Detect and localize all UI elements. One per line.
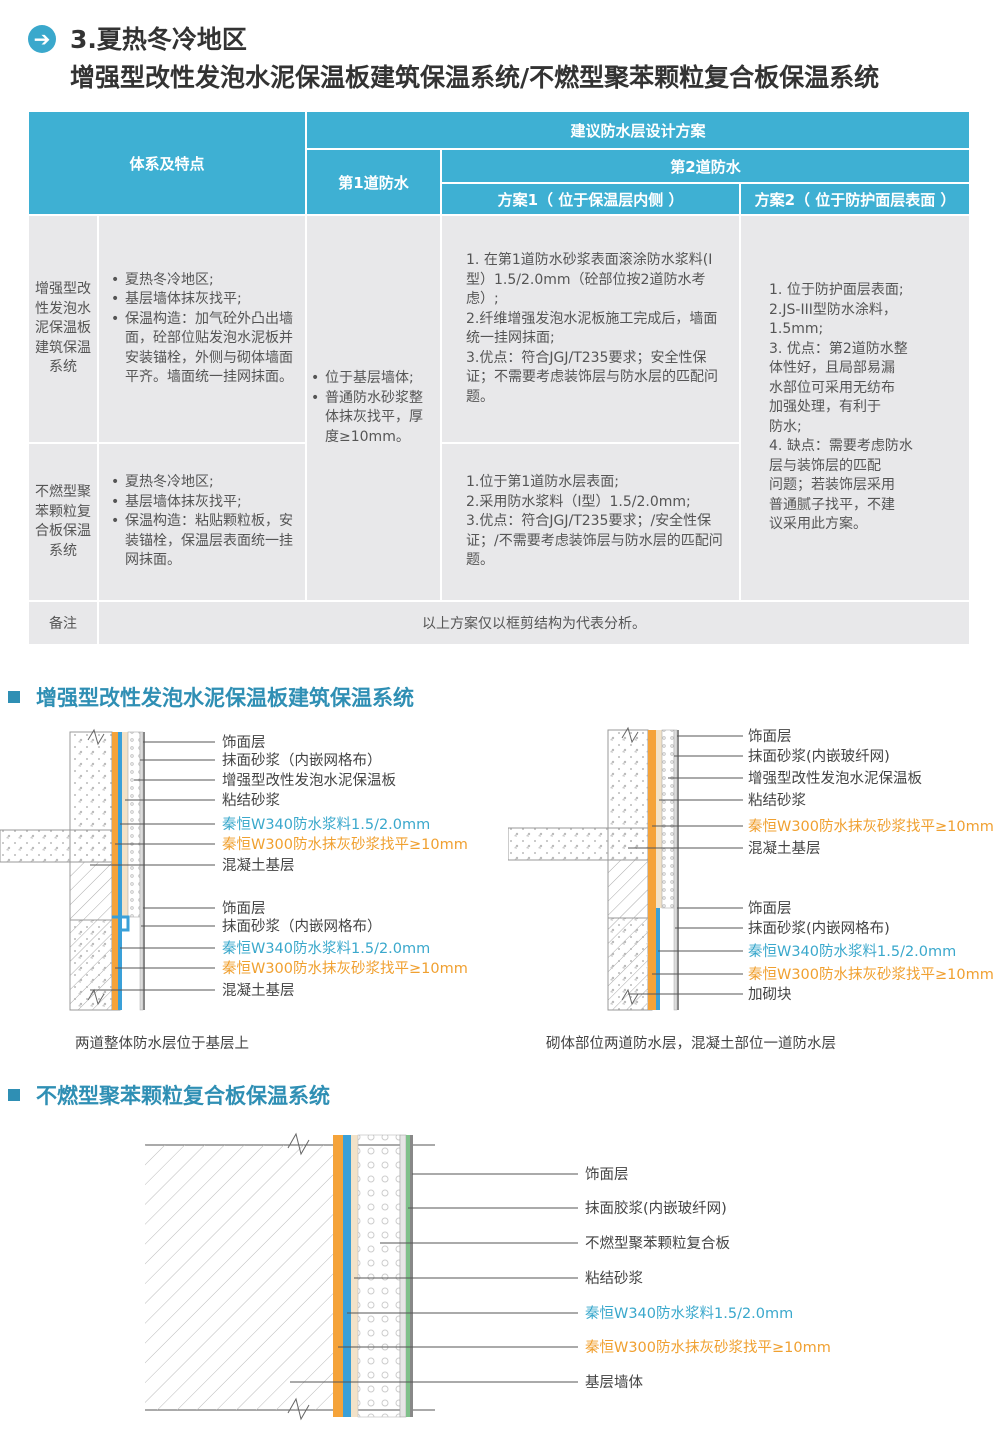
diagram-label: 增强型改性发泡水泥保温板 xyxy=(222,771,396,789)
list-item: 保温构造：加气砼外凸出墙面，砼部位贴发泡水泥板并安装锚栓，外侧与砌体墙面平齐。墙… xyxy=(111,310,297,388)
list-item: 基层墙体抹灰找平; xyxy=(111,493,297,513)
diagram-label: 饰面层 xyxy=(748,728,792,745)
diagram-label: 秦恒W340防水浆料1.5/2.0mm xyxy=(585,1304,793,1322)
list-item: 保温构造：粘贴颗粒板，安装锚栓，保温层表面统一挂网抹面。 xyxy=(111,512,297,571)
diagram-label: 饰面层 xyxy=(222,900,266,917)
square-bullet-icon xyxy=(8,691,20,703)
diagram-label: 混凝土基层 xyxy=(222,857,295,874)
first-layer-cell: 位于基层墙体; 普通防水砂浆整体抹灰找平，厚度≥10mm。 xyxy=(305,214,443,602)
diagram-bottom: 饰面层 抹面胶浆(内嵌玻纤网) 不燃型聚苯颗粒复合板 粘结砂浆 秦恒W340防水… xyxy=(145,1132,831,1421)
diagram-right-caption: 砌体部位两道防水层，混凝土部位一道防水层 xyxy=(546,1036,836,1052)
diagram-label: 抹面砂浆(内嵌玻纤网) xyxy=(748,747,890,765)
waterproof-design-table: 体系及特点 建议防水层设计方案 第1道防水 第2道防水 方案1（ 位于保温层内侧… xyxy=(26,110,972,646)
diagram-label: 混凝土基层 xyxy=(748,840,821,857)
diagram-label: 秦恒W340防水浆料1.5/2.0mm xyxy=(222,939,430,957)
row2-features: 夏热冬冷地区; 基层墙体抹灰找平; 保温构造：粘贴颗粒板，安装锚栓，保温层表面统… xyxy=(96,442,308,602)
header-system: 体系及特点 xyxy=(26,110,308,216)
diagram-label: 饰面层 xyxy=(748,900,792,917)
diagram-label: 混凝土基层 xyxy=(222,982,295,999)
section1-heading: 增强型改性发泡水泥保温板建筑保温系统 xyxy=(36,686,414,710)
diagram-label: 增强型改性发泡水泥保温板 xyxy=(748,769,922,787)
page-title: 3.夏热冬冷地区 xyxy=(70,25,247,54)
list-item: 基层墙体抹灰找平; xyxy=(111,290,297,310)
header-plan1: 方案1（ 位于保温层内侧 ） xyxy=(440,182,742,216)
row1-features: 夏热冬冷地区; 基层墙体抹灰找平; 保温构造：加气砼外凸出墙面，砼部位贴发泡水泥… xyxy=(96,214,308,444)
diagram-label: 秦恒W340防水浆料1.5/2.0mm xyxy=(222,815,430,833)
diagram-label: 基层墙体 xyxy=(585,1374,643,1391)
note-text: 以上方案仅以框剪结构为代表分析。 xyxy=(96,600,972,646)
header-first-layer: 第1道防水 xyxy=(305,148,443,216)
diagram-label: 抹面砂浆（内嵌网格布） xyxy=(222,917,382,935)
diagram-label: 秦恒W340防水浆料1.5/2.0mm xyxy=(748,942,956,960)
header-second-layer: 第2道防水 xyxy=(440,148,972,184)
section2-heading: 不燃型聚苯颗粒复合板保温系统 xyxy=(36,1084,330,1108)
diagram-label: 粘结砂浆 xyxy=(748,791,806,809)
diagram-label: 饰面层 xyxy=(585,1166,629,1183)
list-item: 普通防水砂浆整体抹灰找平，厚度≥10mm。 xyxy=(311,389,436,448)
list-item: 位于基层墙体; xyxy=(311,369,436,389)
diagram-label: 抹面砂浆（内嵌网格布） xyxy=(222,751,382,769)
diagram-left: 饰面层 抹面砂浆（内嵌网格布） 增强型改性发泡水泥保温板 粘结砂浆 秦恒W340… xyxy=(0,728,468,1011)
list-item: 夏热冬冷地区; xyxy=(111,473,297,493)
note-label: 备注 xyxy=(27,600,99,646)
plan2-cell: 1. 位于防护面层表面; 2.JS-III型防水涂料， 1.5mm; 3. 优点… xyxy=(739,214,972,602)
diagram-label: 粘结砂浆 xyxy=(585,1269,643,1287)
diagram-label: 粘结砂浆 xyxy=(222,791,280,809)
row1-plan1: 1. 在第1道防水砂浆表面滚涂防水浆料(I型）1.5/2.0mm（砼部位按2道防… xyxy=(440,214,742,444)
row1-system-name: 增强型改性发泡水泥保温板建筑保温系统 xyxy=(27,214,99,444)
diagram-label: 抹面砂浆(内嵌网格布) xyxy=(748,919,890,937)
diagram-label: 秦恒W300防水抹灰砂浆找平≥10mm xyxy=(222,835,468,853)
header-design: 建议防水层设计方案 xyxy=(305,110,972,150)
diagram-left-caption: 两道整体防水层位于基层上 xyxy=(75,1036,249,1052)
diagram-label: 饰面层 xyxy=(222,734,266,751)
diagram-label: 不燃型聚苯颗粒复合板 xyxy=(585,1234,730,1252)
diagram-label: 加砌块 xyxy=(748,986,792,1003)
diagram-label: 秦恒W300防水抹灰砂浆找平≥10mm xyxy=(222,959,468,977)
row2-plan1: 1.位于第1道防水层表面; 2.采用防水浆料（I型）1.5/2.0mm; 3.优… xyxy=(440,442,742,602)
diagram-label: 秦恒W300防水抹灰砂浆找平≥10mm xyxy=(748,817,994,835)
page-subtitle: 增强型改性发泡水泥保温板建筑保温系统/不燃型聚苯颗粒复合板保温系统 xyxy=(70,63,880,92)
list-item: 夏热冬冷地区; xyxy=(111,271,297,291)
diagram-right: 饰面层 抹面砂浆(内嵌玻纤网) 增强型改性发泡水泥保温板 粘结砂浆 秦恒W300… xyxy=(508,726,994,1011)
diagram-label: 抹面胶浆(内嵌玻纤网) xyxy=(585,1199,727,1217)
square-bullet-icon xyxy=(8,1089,20,1101)
row2-system-name: 不燃型聚苯颗粒复合板保温系统 xyxy=(27,442,99,602)
arrow-right-icon: ➔ xyxy=(28,25,56,53)
diagram-label: 秦恒W300防水抹灰砂浆找平≥10mm xyxy=(748,965,994,983)
header-plan2: 方案2（ 位于防护面层表面 ） xyxy=(739,182,972,216)
diagram-label: 秦恒W300防水抹灰砂浆找平≥10mm xyxy=(585,1338,831,1356)
